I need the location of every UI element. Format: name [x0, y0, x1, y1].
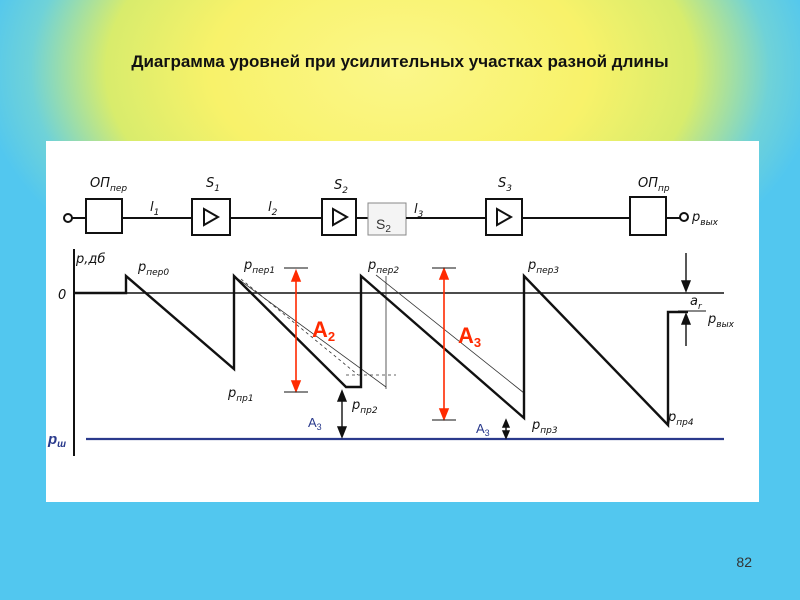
- a-r-label: аr: [690, 294, 703, 312]
- l1-label: l1: [150, 200, 159, 218]
- p-vyh-label: рвых: [707, 312, 735, 330]
- page-number: 82: [736, 554, 752, 570]
- y-axis-label: р,дб: [75, 252, 105, 267]
- s2-label: S2: [334, 178, 348, 196]
- ar-arrow: [678, 253, 706, 346]
- a3-label: А3: [458, 323, 481, 350]
- p-out-label: рвых: [691, 210, 719, 228]
- a3-margin-label-2: А3: [476, 421, 490, 438]
- zero-label: 0: [58, 288, 66, 303]
- p-sh-label: рш: [47, 431, 66, 450]
- diagram-panel: ОПпер S1 l1 l2 S2 S2 l3 S3 ОПпр рвых р,д…: [46, 141, 759, 502]
- amplifier-s2-box: [321, 198, 357, 236]
- block-scheme: [63, 196, 689, 236]
- level-axes: [73, 249, 724, 456]
- p-per0-label: рпер0: [137, 260, 169, 278]
- op-pr-box: [629, 196, 667, 236]
- l2-label: l2: [268, 200, 278, 218]
- p-per2-label: рпер2: [367, 258, 399, 276]
- amplifier-s3-icon: [496, 207, 514, 227]
- p-pr2-label: рпр2: [351, 398, 378, 416]
- level-diagram: ОПпер S1 l1 l2 S2 S2 l3 S3 ОПпр рвых р,д…: [47, 176, 735, 456]
- op-per-box: [85, 198, 123, 234]
- output-terminal: [679, 212, 689, 222]
- margin-arrow-1: [336, 389, 348, 439]
- a3-margin-label-1: А3: [308, 415, 322, 432]
- amplifier-s1-icon: [203, 207, 221, 227]
- amplifier-s2-icon: [332, 207, 350, 227]
- amplifier-s3-box: [485, 198, 523, 236]
- s3-label: S3: [498, 176, 512, 194]
- p-pr4-label: рпр4: [667, 410, 694, 428]
- input-terminal: [63, 213, 73, 223]
- p-pr3-label: рпр3: [531, 418, 558, 436]
- p-pr1-label: рпр1: [227, 386, 254, 404]
- margin-arrow-2: [501, 418, 511, 440]
- op-per-label: ОПпер: [90, 176, 127, 194]
- dashed-guides: [240, 278, 525, 401]
- amplifier-s1-box: [191, 198, 231, 236]
- slide-title: Диаграмма уровней при усилительных участ…: [131, 52, 669, 71]
- level-sawtooth: [74, 273, 688, 428]
- s2-box-label: S2: [376, 216, 391, 235]
- a2-label: А2: [312, 317, 335, 344]
- s1-label: S1: [206, 176, 220, 194]
- p-per1-label: рпер1: [243, 258, 275, 276]
- op-pr-label: ОПпр: [638, 176, 670, 194]
- a3-arrow: [432, 266, 456, 422]
- p-per3-label: рпер3: [527, 258, 559, 276]
- s2-highlight-box: [367, 202, 407, 236]
- a2-arrow: [284, 267, 308, 394]
- l3-label: l3: [414, 202, 424, 220]
